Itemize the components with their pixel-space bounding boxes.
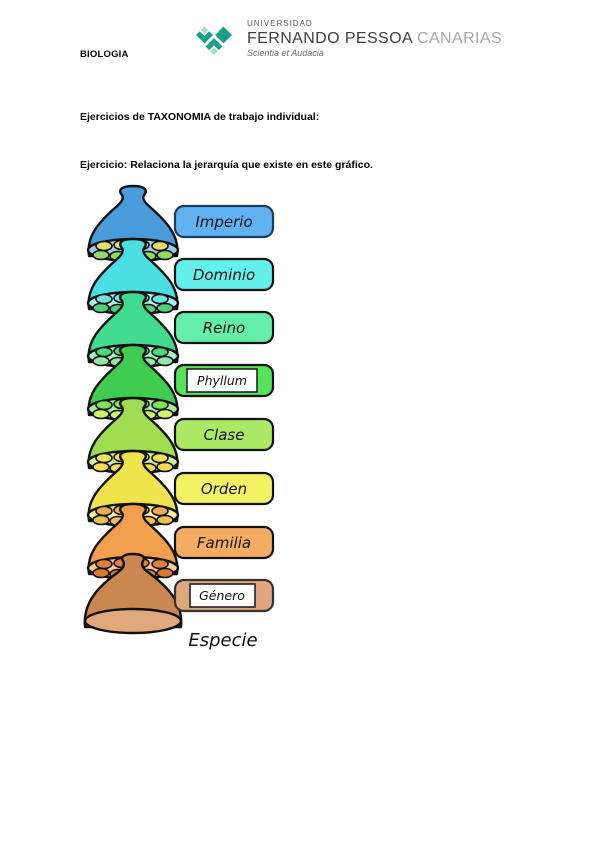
university-logo: UNIVERSIDAD FERNANDO PESSOA CANARIAS Sci… xyxy=(189,18,502,65)
label-genero-text: Género xyxy=(199,588,245,603)
taxonomy-diagram: Imperio Dominio Reino Phyllum Clase Orde… xyxy=(83,184,275,651)
exercise-instruction: Ejercicio: Relaciona la jerarquía que ex… xyxy=(80,159,373,171)
label-dominio: Dominio xyxy=(173,257,275,292)
label-imperio-text: Imperio xyxy=(195,213,252,231)
label-dominio-text: Dominio xyxy=(193,266,255,284)
phyllum-inner-box xyxy=(186,368,258,393)
label-especie-text: Especie xyxy=(188,630,257,651)
label-orden: Orden xyxy=(173,471,275,506)
university-small-label: UNIVERSIDAD xyxy=(247,19,313,28)
label-phyllum-text: Phyllum xyxy=(197,373,247,388)
label-familia-text: Familia xyxy=(197,534,251,552)
label-reino-text: Reino xyxy=(203,319,246,337)
genero-inner-box xyxy=(189,583,256,608)
exercise-heading: Ejercicios de TAXONOMIA de trabajo indiv… xyxy=(80,111,320,123)
course-label: BIOLOGIA xyxy=(80,49,129,60)
label-reino: Reino xyxy=(173,310,275,345)
dome-especie xyxy=(83,552,183,635)
university-main-label: FERNANDO PESSOA xyxy=(247,29,413,47)
university-motto: Scientia et Audacia xyxy=(247,48,324,59)
label-orden-text: Orden xyxy=(201,480,247,498)
university-logo-text: UNIVERSIDAD FERNANDO PESSOA CANARIAS Sci… xyxy=(247,18,502,59)
label-clase-text: Clase xyxy=(204,426,245,444)
label-phyllum: Phyllum xyxy=(173,363,275,398)
university-logo-icon xyxy=(193,24,235,58)
label-clase: Clase xyxy=(173,417,275,452)
label-familia: Familia xyxy=(173,525,275,560)
university-region-label: CANARIAS xyxy=(417,29,503,47)
university-name: FERNANDO PESSOA CANARIAS xyxy=(247,30,502,48)
label-genero: Género xyxy=(173,578,275,613)
label-imperio: Imperio xyxy=(173,204,275,239)
